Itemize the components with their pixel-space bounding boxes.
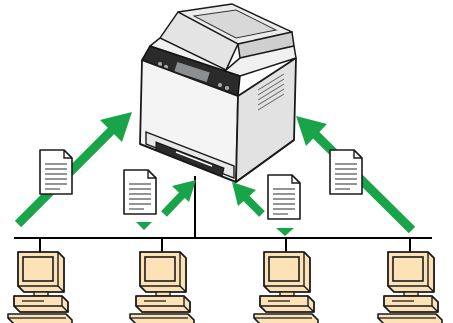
network-bus: [14, 176, 432, 256]
arrow-computer-1-to-printer: [14, 112, 132, 228]
document-icon: [267, 174, 301, 220]
arrow-computer-2-to-printer: [136, 180, 196, 230]
arrow-computer-3-to-printer: [232, 182, 294, 236]
multifunction-printer-icon: [139, 3, 297, 184]
computers: [7, 251, 443, 323]
desktop-computer-icon: [129, 251, 195, 323]
desktop-computer-icon: [7, 251, 73, 323]
document-icon: [123, 169, 157, 215]
document-icon: [329, 149, 363, 195]
desktop-computer-icon: [377, 251, 443, 323]
document-icon: [39, 149, 73, 195]
desktop-computer-icon: [253, 251, 319, 323]
